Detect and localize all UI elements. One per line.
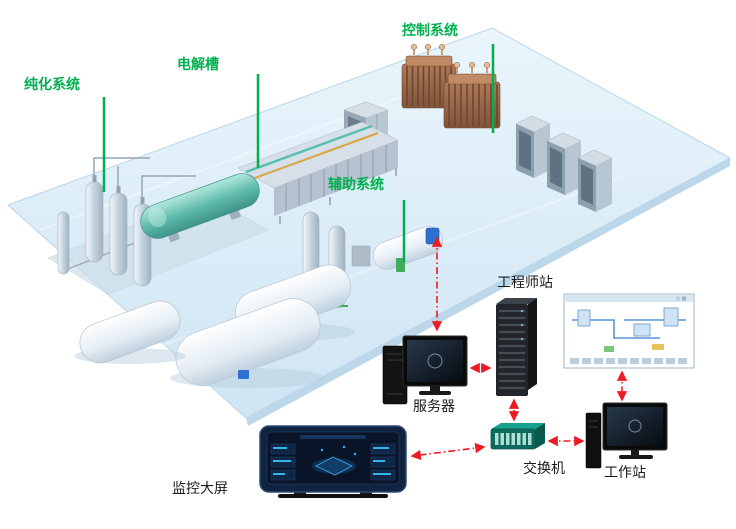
switchgear-cabinets: [515, 115, 613, 212]
switch-icon: [490, 423, 545, 450]
label-control-system: 控制系统: [402, 22, 458, 38]
label-purification-system: 纯化系统: [24, 76, 80, 92]
purification-skid: [47, 157, 269, 295]
storage-tanks: [74, 264, 355, 388]
label-switch: 交换机: [523, 460, 565, 476]
transformer-units: [401, 43, 501, 129]
link-switch-to-big-screen: [410, 442, 486, 461]
label-auxiliary-system: 辅助系统: [328, 176, 384, 192]
label-server: 服务器: [413, 398, 455, 414]
big-screen-icon: [259, 425, 407, 498]
network-links: [410, 236, 628, 461]
label-engineer-station: 工程师站: [497, 274, 553, 290]
workstation-icon: [585, 402, 668, 469]
label-electrolyzer: 电解槽: [177, 56, 219, 72]
engineer-station-icon: [496, 298, 537, 396]
system-leader-lines: [102, 44, 495, 262]
label-big-screen: 监控大屏: [172, 480, 228, 496]
electrolyzer-stack: [237, 121, 399, 224]
electrolyzer-vessel: [140, 173, 260, 243]
server-icon: [382, 335, 468, 405]
label-workstation: 工作站: [604, 464, 646, 480]
scada-screenshot: [563, 293, 695, 369]
